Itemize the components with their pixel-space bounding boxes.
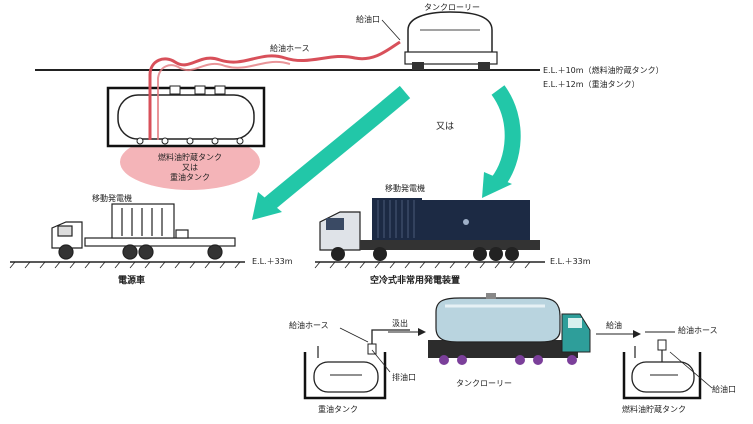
fuel-storage-tank-box [622,339,702,400]
label-hose-left: 給油ホース [289,321,329,330]
label-hose-right: 給油ホース [678,326,718,335]
label-pumping: 汲出 [392,319,408,328]
label-right-generator: 移動発電機 [385,184,425,193]
label-refuel-hose-top: 給油ホース [270,44,310,53]
power-truck [51,203,236,260]
air-cooled-generator-truck [319,198,540,261]
label-underground-tank-2: 又は [182,163,198,172]
label-underground-tank-3: 重油タンク [170,173,210,182]
tank-lorry-bottom [428,293,591,365]
label-tank-lorry-bottom: タンクローリー [456,379,512,388]
label-left-elevation: E.L.＋33m [252,257,293,266]
label-refuel-port-top: 給油口 [356,15,380,24]
hose-left-line [371,329,410,344]
heavy-oil-tank-box [303,343,387,400]
green-arrow-left [262,85,411,212]
label-left-generator: 移動発電機 [92,194,132,203]
label-refuel-port-bottom: 給油口 [712,385,736,394]
label-elevation-tank: E.L.＋10m（燃料油貯蔵タンク） [543,66,664,75]
label-elevation-heavy-oil: E.L.＋12m（重油タンク） [543,80,640,89]
tank-lorry-top [404,11,498,70]
label-underground-tank-1: 燃料油貯蔵タンク [158,153,222,162]
label-power-truck: 電源車 [118,276,146,286]
tank-highlight [120,134,260,190]
tank-supports [136,137,244,145]
label-refuel: 給油 [606,321,622,330]
label-air-cooled-generator: 空冷式非常用発電装置 [370,276,461,286]
underground-tank-vessel [117,94,255,140]
green-arrow-right [491,85,521,187]
label-right-elevation: E.L.＋33m [550,257,591,266]
label-heavy-oil-tank: 重油タンク [318,405,358,414]
label-tank-lorry-top: タンクローリー [424,3,480,12]
label-drain-port: 排油口 [392,373,416,382]
refuel-hose-top [148,40,401,140]
tank-manholes [169,85,226,95]
label-fuel-storage-tank: 燃料油貯蔵タンク [622,405,686,414]
label-or: 又は [436,122,455,132]
